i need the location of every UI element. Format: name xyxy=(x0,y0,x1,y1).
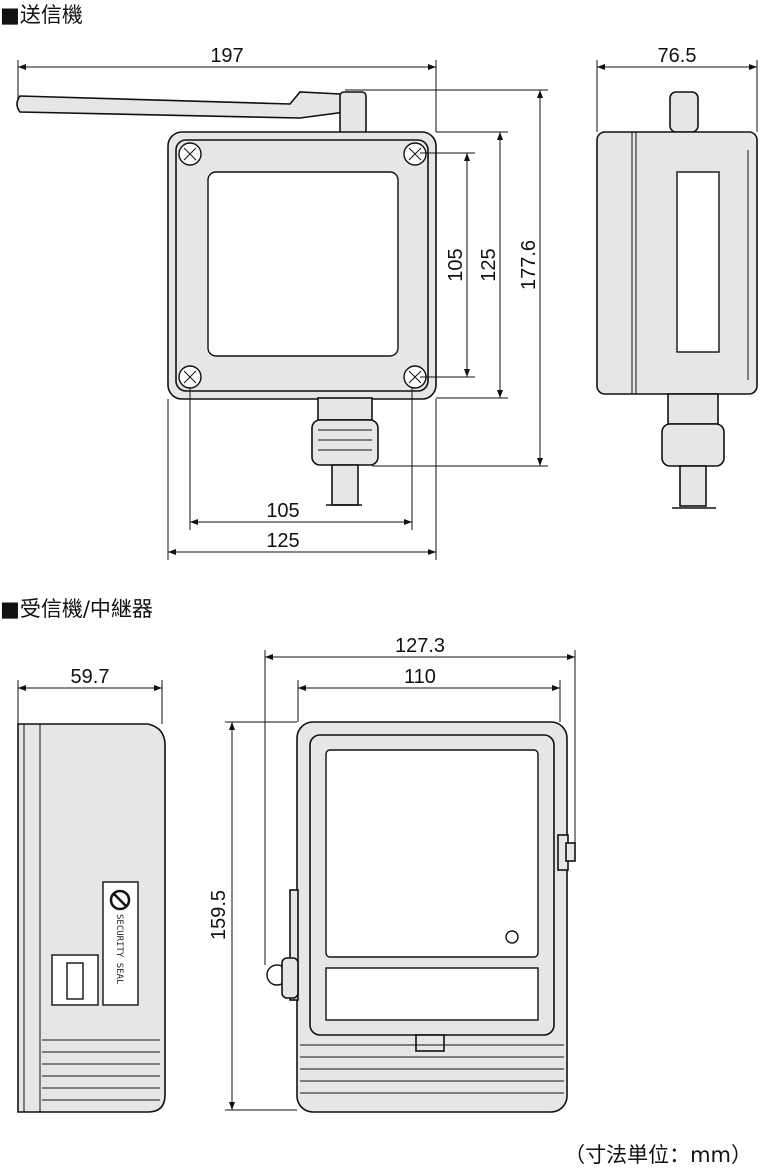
unit-note: （寸法単位：mm） xyxy=(564,1143,752,1167)
receiver-title: ■受信機/中継器 xyxy=(0,597,153,621)
receiver-front-view: 127.3 110 159.5 xyxy=(208,635,576,1113)
cable-gland xyxy=(311,397,379,506)
receiver-window xyxy=(325,749,539,958)
dim-screw-pitch-h: 105 xyxy=(266,500,299,522)
dim-body-height: 125 xyxy=(478,248,500,281)
transmitter-title: ■送信機 xyxy=(0,3,83,27)
dim-receiver-width-overall: 127.3 xyxy=(395,635,445,657)
dim-body-width: 125 xyxy=(266,530,299,552)
receiver-side-view: SECURITY SEAL 59.7 xyxy=(17,666,166,1113)
front-window xyxy=(207,171,399,357)
security-seal-label: SECURITY SEAL xyxy=(114,914,124,984)
transmitter-side-view: 76.5 xyxy=(596,45,758,509)
dim-receiver-body-width: 110 xyxy=(404,666,436,688)
dim-width-overall: 197 xyxy=(210,45,243,67)
dim-screw-pitch-v: 105 xyxy=(445,248,467,281)
no-entry-icon xyxy=(109,889,131,911)
led-indicator xyxy=(505,930,519,944)
dim-height-overall: 177.6 xyxy=(518,240,540,290)
dim-depth: 76.5 xyxy=(658,45,697,67)
transmitter-front-view: 197 105 125 177.6 105 125 xyxy=(16,45,548,560)
antenna xyxy=(16,91,346,119)
dim-receiver-depth: 59.7 xyxy=(71,666,110,688)
screw-icon xyxy=(178,142,427,389)
receiver-label-window xyxy=(325,967,539,1021)
dim-receiver-height: 159.5 xyxy=(208,890,230,940)
